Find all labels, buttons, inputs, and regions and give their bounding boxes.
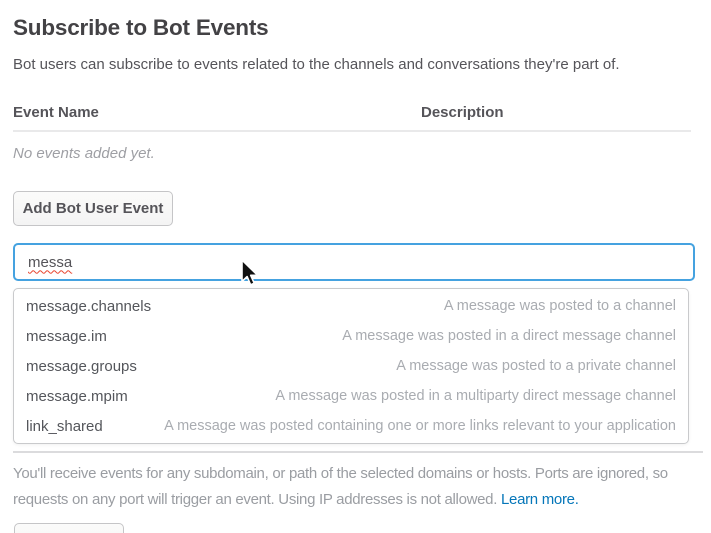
empty-state-message: No events added yet. <box>13 145 155 162</box>
domains-help-text: You'll receive events for any subdomain,… <box>13 461 668 512</box>
suggestion-event-description: A message was posted in a multiparty dir… <box>275 388 676 404</box>
page-title: Subscribe to Bot Events <box>13 15 269 40</box>
event-suggestion-item[interactable]: message.groups A message was posted to a… <box>14 351 688 381</box>
column-header-event-name: Event Name <box>13 104 99 121</box>
column-header-description: Description <box>421 104 504 121</box>
suggestion-event-name: message.im <box>26 327 107 345</box>
suggestion-event-description: A message was posted in a direct message… <box>342 328 676 344</box>
event-suggestion-item[interactable]: message.channels A message was posted to… <box>14 291 688 321</box>
event-suggestions-dropdown: message.channels A message was posted to… <box>13 288 689 444</box>
suggestion-event-description: A message was posted containing one or m… <box>164 418 676 434</box>
learn-more-link[interactable]: Learn more. <box>500 490 579 508</box>
bot-event-search-input[interactable]: messa <box>13 243 695 281</box>
event-suggestion-item[interactable]: message.im A message was posted in a dir… <box>14 321 688 351</box>
event-suggestion-item[interactable]: message.mpim A message was posted in a m… <box>14 381 688 411</box>
suggestion-event-name: message.channels <box>26 297 152 315</box>
page-subtitle: Bot users can subscribe to events relate… <box>13 56 620 73</box>
search-input-value: messa <box>28 253 73 271</box>
help-text-line-2: requests on any port will trigger an eve… <box>13 487 668 513</box>
section-divider <box>13 451 703 453</box>
help-text-line-2-prefix: requests on any port will trigger an eve… <box>13 490 498 508</box>
cutoff-bottom-button[interactable] <box>14 523 124 533</box>
suggestion-event-name: message.mpim <box>26 387 128 405</box>
suggestion-event-name: message.groups <box>26 357 137 375</box>
help-text-line-1: You'll receive events for any subdomain,… <box>13 465 668 482</box>
suggestion-event-name: link_shared <box>26 417 103 435</box>
event-suggestion-item[interactable]: link_shared A message was posted contain… <box>14 411 688 441</box>
add-bot-user-event-button[interactable]: Add Bot User Event <box>13 191 173 226</box>
suggestion-event-description: A message was posted to a private channe… <box>396 358 676 374</box>
table-header-divider <box>13 130 691 132</box>
suggestion-event-description: A message was posted to a channel <box>443 298 676 314</box>
